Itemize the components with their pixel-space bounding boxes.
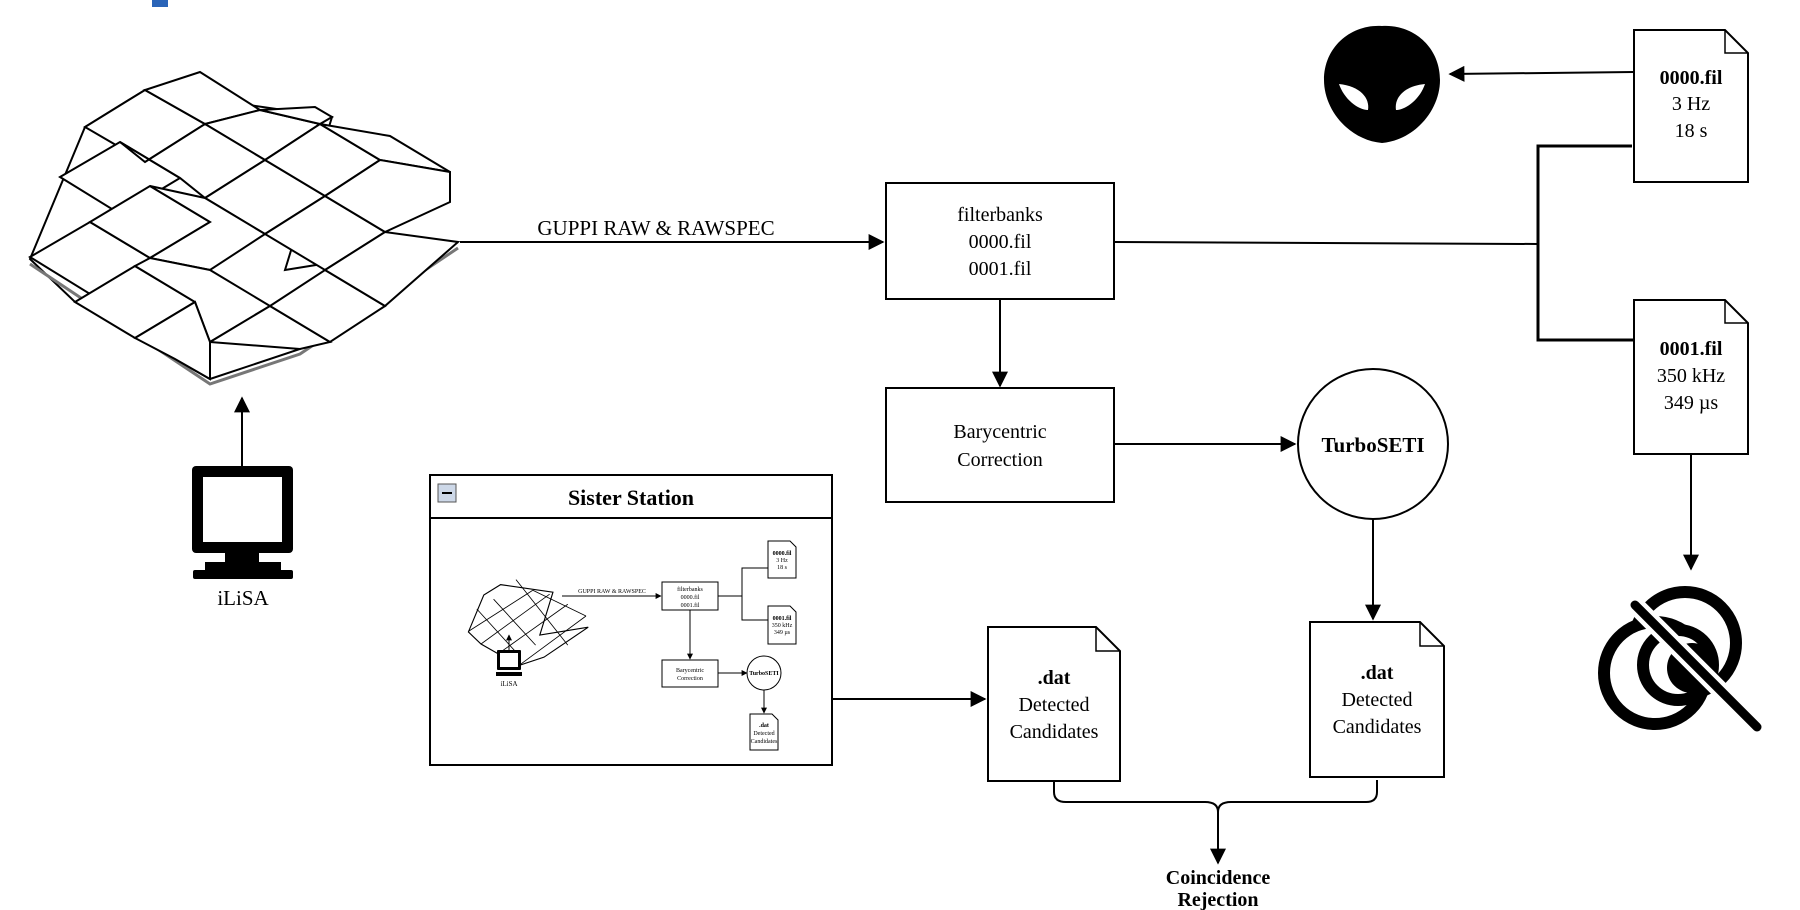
barycentric-line-2: Correction xyxy=(957,449,1043,471)
arrow-file0000-to-alien xyxy=(1448,65,1635,82)
mini-file-0001-time: 349 µs xyxy=(774,630,791,636)
coincidence-line-2: Rejection xyxy=(1177,889,1258,910)
mini-ilisa-label: iLiSA xyxy=(500,680,517,688)
dat-right-line-1: Detected xyxy=(1341,689,1412,711)
ilisa-label: iLiSA xyxy=(217,586,269,610)
mini-dat-ext: .dat xyxy=(759,723,769,729)
dat-left-line-1: Detected xyxy=(1018,694,1089,716)
file-0000-doc: 0000.fil 3 Hz 18 s xyxy=(1633,29,1749,183)
mini-file-0000-freq: 3 Hz xyxy=(776,558,788,564)
mini-dat-line-1: Detected xyxy=(753,731,774,737)
coincidence-line-1: Coincidence xyxy=(1166,867,1271,889)
dat-left-line-2: Candidates xyxy=(1010,721,1099,743)
file-0001-doc: 0001.fil 350 kHz 349 µs xyxy=(1633,299,1749,455)
mini-turboseti-label: TurboSETI xyxy=(749,671,779,677)
no-signal-icon xyxy=(1598,586,1766,736)
coincidence-brace xyxy=(1053,780,1378,813)
barycentric-line-1: Barycentric xyxy=(953,421,1046,443)
mini-filterbanks-file-1: 0000.fil xyxy=(681,594,700,601)
mini-file-0001-name: 0001.fil xyxy=(773,616,792,622)
turboseti-label: TurboSETI xyxy=(1321,433,1424,457)
filterbanks-file-1: 0000.fil xyxy=(969,231,1032,253)
dat-right-line-2: Candidates xyxy=(1333,716,1422,738)
mini-guppi-label: GUPPI RAW & RAWSPEC xyxy=(578,589,646,595)
sister-station-window: Sister Station xyxy=(429,474,833,766)
sister-station-mini-diagram: iLiSA GUPPI RAW & RAWSPEC filterbanks 00… xyxy=(467,540,797,751)
filterbanks-box: filterbanks 0000.fil 0001.fil xyxy=(885,182,1115,300)
turboseti-node: TurboSETI xyxy=(1297,368,1449,520)
mini-filterbanks-title: filterbanks xyxy=(677,586,703,593)
mini-file-0000-name: 0000.fil xyxy=(773,551,792,557)
alien-head-icon xyxy=(1324,25,1440,143)
corner-mark xyxy=(152,0,168,7)
mini-computer-icon xyxy=(496,650,522,676)
computer-monitor-icon xyxy=(192,466,293,579)
collapse-button[interactable] xyxy=(437,483,457,503)
dat-right-doc: .dat Detected Candidates xyxy=(1309,621,1445,778)
file-0001-time: 349 µs xyxy=(1664,392,1719,414)
file-branch-connector xyxy=(1113,144,1634,342)
file-0000-name: 0000.fil xyxy=(1660,67,1723,89)
file-0001-name: 0001.fil xyxy=(1660,338,1723,360)
file-0001-freq: 350 kHz xyxy=(1657,365,1725,387)
dat-left-ext: .dat xyxy=(1038,667,1071,689)
sister-station-title: Sister Station xyxy=(568,485,694,510)
file-0000-freq: 3 Hz xyxy=(1672,93,1710,115)
mini-barycentric-line-1: Barycentric xyxy=(676,668,704,674)
barycentric-box: Barycentric Correction xyxy=(885,387,1115,503)
filterbanks-file-2: 0001.fil xyxy=(969,258,1032,280)
mini-file-0000-time: 18 s xyxy=(777,565,788,571)
antenna-array-icon xyxy=(28,70,461,386)
dat-right-ext: .dat xyxy=(1361,662,1394,684)
dat-left-doc: .dat Detected Candidates xyxy=(987,626,1121,782)
mini-dat-line-2: Candidates xyxy=(751,739,778,745)
mini-filterbanks-file-2: 0001.fil xyxy=(681,602,700,609)
filterbanks-title: filterbanks xyxy=(957,204,1043,226)
guppi-label: GUPPI RAW & RAWSPEC xyxy=(537,216,774,240)
mini-barycentric-line-2: Correction xyxy=(677,676,703,682)
mini-file-0001-freq: 350 kHz xyxy=(772,623,793,629)
file-0000-time: 18 s xyxy=(1675,120,1708,142)
